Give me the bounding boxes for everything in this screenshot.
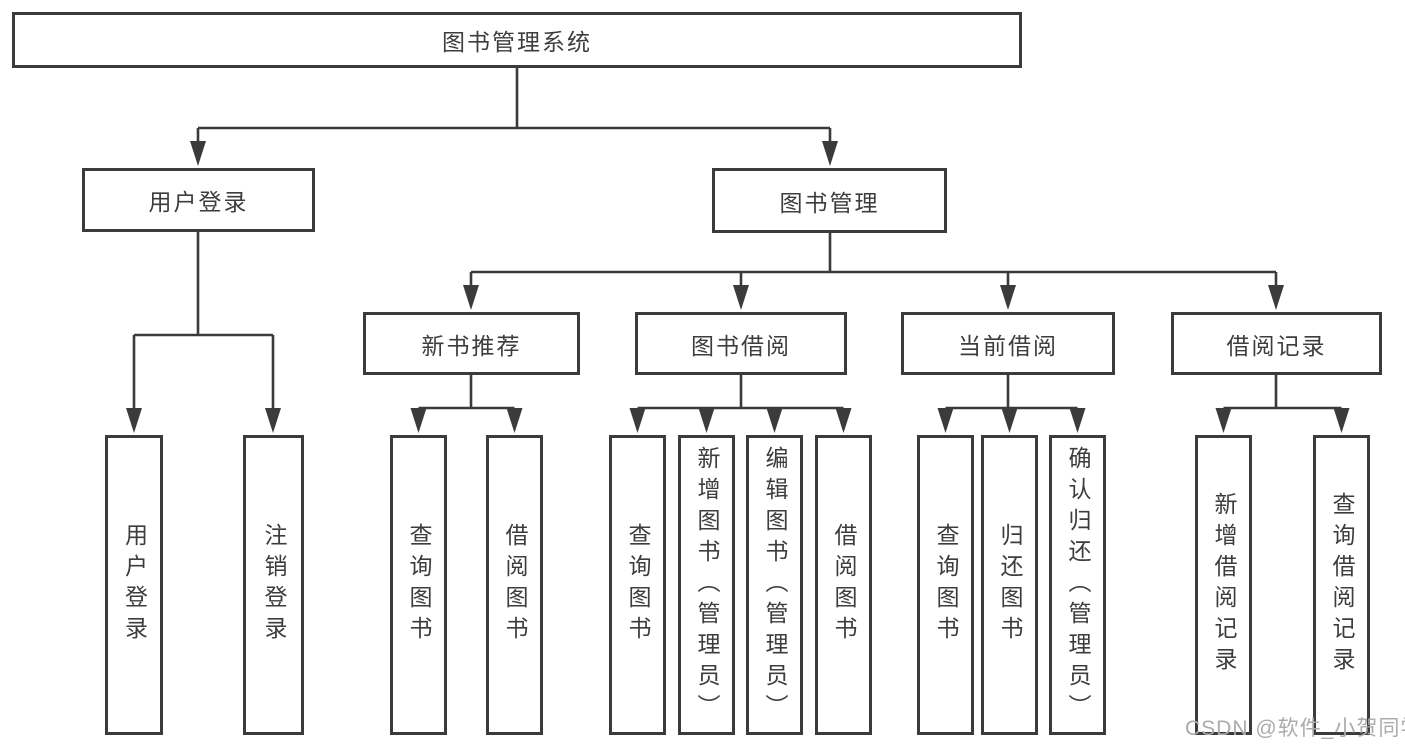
edge-current-borrow-split [944, 375, 1079, 414]
node-current-borrow: 当前借阅 [901, 312, 1115, 375]
edge-book-borrow-split [636, 375, 845, 414]
node-book-borrow: 图书借阅 [635, 312, 847, 375]
leaf-logout: 注销登录 [243, 435, 304, 735]
leaf-query-books-3: 查询图书 [917, 435, 974, 735]
arrow-icon [733, 285, 749, 310]
leaf-confirm-return-admin: 确认归还（管理员） [1049, 435, 1106, 735]
node-borrow-records: 借阅记录 [1171, 312, 1382, 375]
arrow-icon [190, 141, 206, 166]
leaf-query-books-2: 查询图书 [609, 435, 666, 735]
arrow-icon [698, 408, 715, 433]
leaf-user-login: 用户登录 [105, 435, 163, 735]
edge-borrow-records-split [1222, 375, 1343, 414]
leaf-query-books-1: 查询图书 [390, 435, 447, 735]
arrow-icon [265, 408, 281, 433]
node-user-login: 用户登录 [82, 168, 315, 232]
leaf-add-borrow-record: 新增借阅记录 [1195, 435, 1252, 735]
edge-new-book-split [417, 375, 516, 414]
arrow-icon [463, 285, 479, 310]
root-node-library-system: 图书管理系统 [12, 12, 1022, 68]
arrow-icon [937, 408, 954, 433]
arrow-icon [506, 408, 523, 433]
arrow-icon [1000, 285, 1016, 310]
arrow-icon [629, 408, 646, 433]
edge-root-split [196, 68, 832, 146]
arrow-icon [822, 141, 838, 166]
arrow-icon [1268, 285, 1284, 310]
arrow-icon [1001, 408, 1018, 433]
arrow-icon [835, 408, 852, 433]
edge-user-login-split [132, 232, 275, 412]
edge-book-mgmt-split [469, 233, 1278, 290]
arrow-icon [1333, 408, 1350, 433]
arrow-icon [1215, 408, 1232, 433]
leaf-return-books: 归还图书 [981, 435, 1038, 735]
leaf-edit-books-admin: 编辑图书（管理员） [746, 435, 803, 735]
arrow-icon [410, 408, 427, 433]
watermark-text: CSDN @软件_小贺同学 [1185, 717, 1405, 740]
arrow-icon [126, 408, 142, 433]
leaf-add-books-admin: 新增图书（管理员） [678, 435, 735, 735]
arrow-icon [1069, 408, 1086, 433]
leaf-borrow-books-1: 借阅图书 [486, 435, 543, 735]
leaf-query-borrow-record: 查询借阅记录 [1313, 435, 1370, 735]
node-new-book-recommend: 新书推荐 [363, 312, 580, 375]
arrow-icon [766, 408, 783, 433]
leaf-borrow-books-2: 借阅图书 [815, 435, 872, 735]
node-book-management: 图书管理 [712, 168, 947, 233]
